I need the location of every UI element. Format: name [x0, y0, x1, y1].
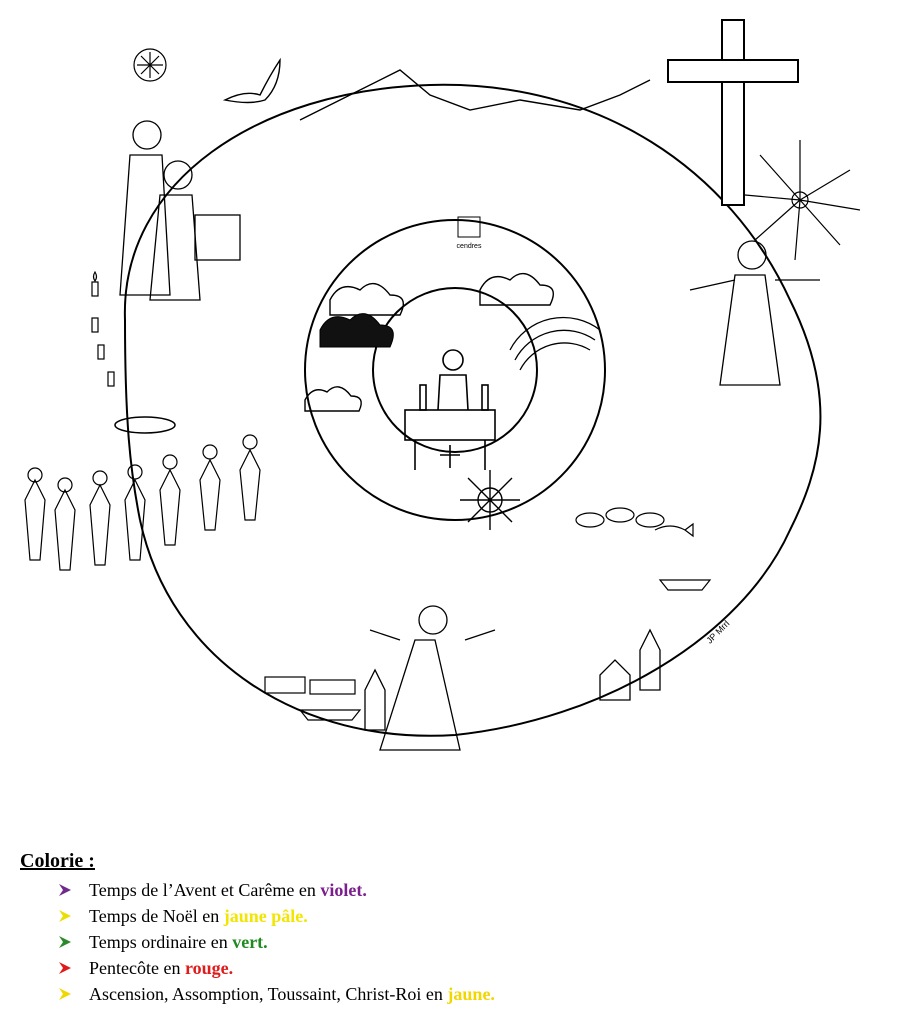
church-buildings [364, 628, 661, 731]
outer-ring [123, 83, 822, 737]
arrow-bullet-icon [59, 962, 71, 974]
legend-title: Colorie : [20, 850, 95, 872]
angel-figure [369, 605, 496, 751]
storm-cloud-icon [319, 313, 394, 348]
legend-color-word: jaune. [447, 984, 495, 1004]
liturgical-year-wheel-illustration: cendres JP Mrrl [24, 19, 861, 751]
legend-item-text: Ascension, Assomption, Toussaint, Christ… [89, 984, 448, 1004]
legend-item-text: Pentecôte en [89, 958, 185, 978]
sun-icon [460, 470, 520, 530]
arrow-bullet-shape [59, 936, 71, 948]
procession-figures [24, 434, 261, 571]
arrow-bullet-shape [59, 962, 71, 974]
crucifix-icon [667, 19, 799, 206]
legend-item-text: Temps de l’Avent et Carême en [89, 880, 321, 900]
fish-and-bread-icon [575, 507, 694, 538]
small-star-icon [133, 48, 167, 82]
arrow-bullet-icon [59, 910, 71, 922]
inner-ring [372, 287, 538, 453]
advent-candles-icon [91, 270, 115, 387]
legend-item-avent-careme: Temps de l’Avent et Carême en violet. [20, 877, 880, 903]
mountain-landscape [299, 69, 651, 121]
altar-icon [404, 349, 496, 470]
legend-item-fetes-jaune: Ascension, Assomption, Toussaint, Christ… [20, 981, 880, 1007]
dove-icon [222, 57, 281, 104]
legend-color-word: rouge. [184, 958, 234, 978]
nativity-figures [119, 120, 241, 301]
legend-item-text: Temps de Noël en [89, 906, 224, 926]
arrow-bullet-shape [59, 988, 71, 1000]
arrow-bullet-icon [59, 884, 71, 896]
rainbow-icon [509, 316, 601, 371]
risen-christ-figure [689, 240, 820, 386]
middle-ring [304, 219, 606, 521]
arrow-bullet-shape [59, 884, 71, 896]
cloud-icon [304, 272, 554, 412]
legend-color-word: jaune pâle. [223, 906, 308, 926]
legend-item-temps-ordinaire: Temps ordinaire en vert. [20, 929, 880, 955]
legend-item-text: Temps ordinaire en [89, 932, 233, 952]
crown-of-thorns-icon [114, 416, 176, 434]
spiral-tail [124, 319, 141, 521]
ash-bowl-label: cendres [457, 243, 482, 250]
star-icon [744, 140, 861, 261]
legend-color-word: violet. [320, 880, 367, 900]
arrow-bullet-shape [59, 910, 71, 922]
legend-item-noel: Temps de Noël en jaune pâle. [20, 903, 880, 929]
legend-item-pentecote: Pentecôte en rouge. [20, 955, 880, 981]
arrow-bullet-icon [59, 936, 71, 948]
vehicles-and-boats [264, 579, 712, 721]
arrow-bullet-icon [59, 988, 71, 1000]
legend-color-word: vert. [232, 932, 268, 952]
coloring-legend: Colorie : Temps de l’Avent et Carême en … [20, 850, 880, 1007]
